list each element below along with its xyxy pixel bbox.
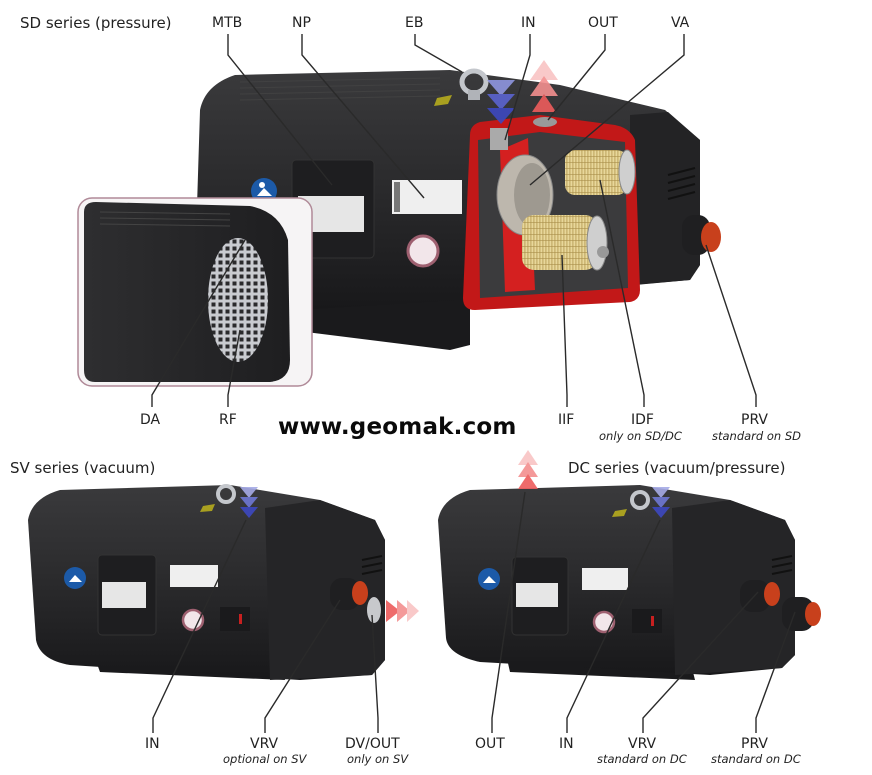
dc-series-title: DC series (vacuum/pressure): [568, 459, 786, 477]
label-idf: IDF: [631, 412, 654, 428]
label-dc-in: IN: [559, 736, 574, 752]
leader-dc-in: [566, 519, 661, 733]
label-da: DA: [140, 412, 161, 428]
sd-pressure-relief-valve: [682, 215, 721, 255]
dc-pressure-relief-valve: [782, 597, 821, 631]
label-sv-vrv: VRV: [250, 736, 279, 752]
label-eb: EB: [405, 15, 424, 31]
note-idf: only on SD/DC: [599, 429, 682, 443]
sv-vacuum-relief-valve: [330, 578, 368, 610]
dc-inlet-flow-arrows: [652, 487, 670, 518]
leader-sv-vrv: [264, 599, 341, 733]
label-np: NP: [292, 15, 311, 31]
leader-mtb: [227, 34, 333, 186]
label-dc-out: OUT: [475, 736, 505, 752]
sv-switch: [220, 607, 250, 631]
leader-sv-dvout: [371, 614, 379, 733]
dc-pump-illustration: [438, 450, 821, 680]
label-iif: IIF: [558, 412, 575, 428]
label-rf: RF: [219, 412, 237, 428]
leader-iif: [561, 254, 568, 407]
label-dc-prv: PRV: [741, 736, 768, 752]
leader-in: [504, 34, 531, 141]
leader-eb: [414, 34, 463, 73]
sv-outlet-flow-arrows: [386, 600, 419, 622]
leader-dc-prv: [755, 611, 796, 733]
sd-inlet-filter: [522, 215, 609, 271]
note-sv-vrv: optional on SV: [223, 752, 307, 766]
sv-pump-illustration: [28, 484, 419, 680]
sv-nameplate: [170, 565, 218, 587]
sd-series-title: SD series (pressure): [20, 14, 172, 32]
label-mtb: MTB: [212, 15, 243, 31]
sv-eye-bolt: [216, 484, 236, 504]
sd-fan-cover-inset: [77, 197, 313, 387]
sd-warning-sticker: [434, 95, 452, 106]
label-sv-dvout: DV/OUT: [345, 736, 400, 752]
sv-inlet-flow-arrows: [240, 487, 258, 518]
sd-fan-grill: [208, 238, 268, 362]
dc-outlet-flow-arrows: [518, 450, 538, 489]
note-dc-vrv: standard on DC: [597, 752, 687, 766]
label-dc-vrv: VRV: [628, 736, 657, 752]
note-prv: standard on SD: [712, 429, 802, 443]
note-dc-prv: standard on DC: [711, 752, 801, 766]
leader-prv: [705, 244, 757, 407]
label-sv-in: IN: [145, 736, 160, 752]
sv-discharge-valve: [367, 597, 381, 623]
leader-sv-in: [152, 519, 247, 733]
sd-inlet-port: [490, 128, 508, 150]
dc-nameplate: [582, 568, 628, 590]
sd-outlet-flow-arrows: [530, 60, 558, 112]
sd-exhaust-filter: [565, 149, 636, 195]
sv-series-title: SV series (vacuum): [10, 459, 156, 477]
leader-out: [547, 34, 606, 121]
label-out: OUT: [588, 15, 618, 31]
watermark-url: www.geomak.com: [278, 414, 517, 440]
leader-rf: [227, 329, 241, 407]
leader-dc-out: [491, 491, 526, 733]
label-in: IN: [521, 15, 536, 31]
leader-idf: [599, 179, 645, 407]
leader-da: [151, 239, 246, 407]
dc-switch: [632, 609, 662, 633]
label-prv: PRV: [741, 412, 768, 428]
sd-end-cover: [630, 112, 700, 285]
leader-va: [529, 34, 685, 186]
sd-sticker: [406, 234, 440, 268]
leader-dc-vrv: [642, 591, 759, 733]
sd-eye-bolt: [459, 68, 489, 100]
dc-eye-bolt: [630, 490, 650, 510]
label-va: VA: [671, 15, 690, 31]
sv-pump-housing: [265, 500, 385, 680]
dc-pump-housing: [672, 500, 795, 675]
sd-outlet-port: [533, 117, 557, 127]
sd-pump-illustration: [77, 60, 721, 387]
leader-np: [301, 34, 425, 199]
sd-inlet-flow-arrows: [487, 80, 515, 124]
note-sv-dvout: only on SV: [347, 752, 409, 766]
leader-lines: [151, 34, 796, 733]
sd-nameplate: [392, 180, 462, 214]
